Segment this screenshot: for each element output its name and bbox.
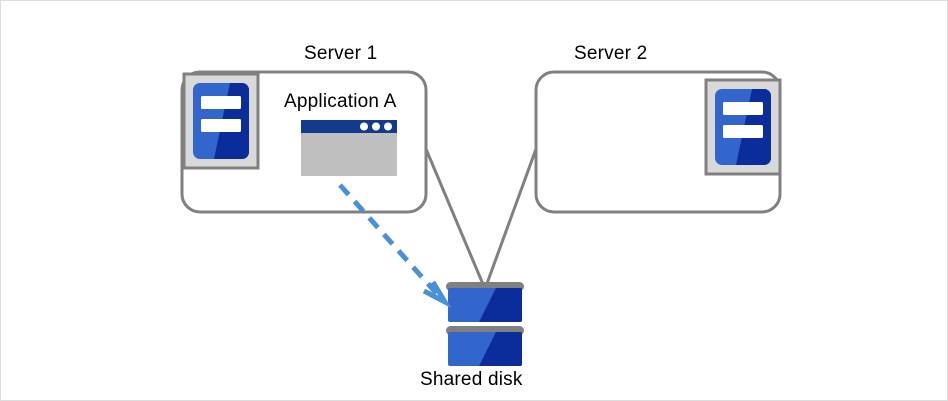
server-2-label: Server 2 — [574, 43, 648, 64]
server-1-icon — [182, 72, 260, 170]
connector-server1-to-disk — [424, 148, 487, 290]
shared-disk-label: Shared disk — [420, 369, 523, 390]
connector-application-to-disk — [338, 183, 452, 309]
application-window-icon — [301, 120, 397, 176]
application-a-label: Application A — [284, 91, 397, 112]
connector-server2-to-disk — [483, 148, 538, 290]
server-2-icon — [704, 78, 782, 176]
server-1-label: Server 1 — [304, 43, 378, 64]
shared-disk-icon — [446, 282, 524, 366]
